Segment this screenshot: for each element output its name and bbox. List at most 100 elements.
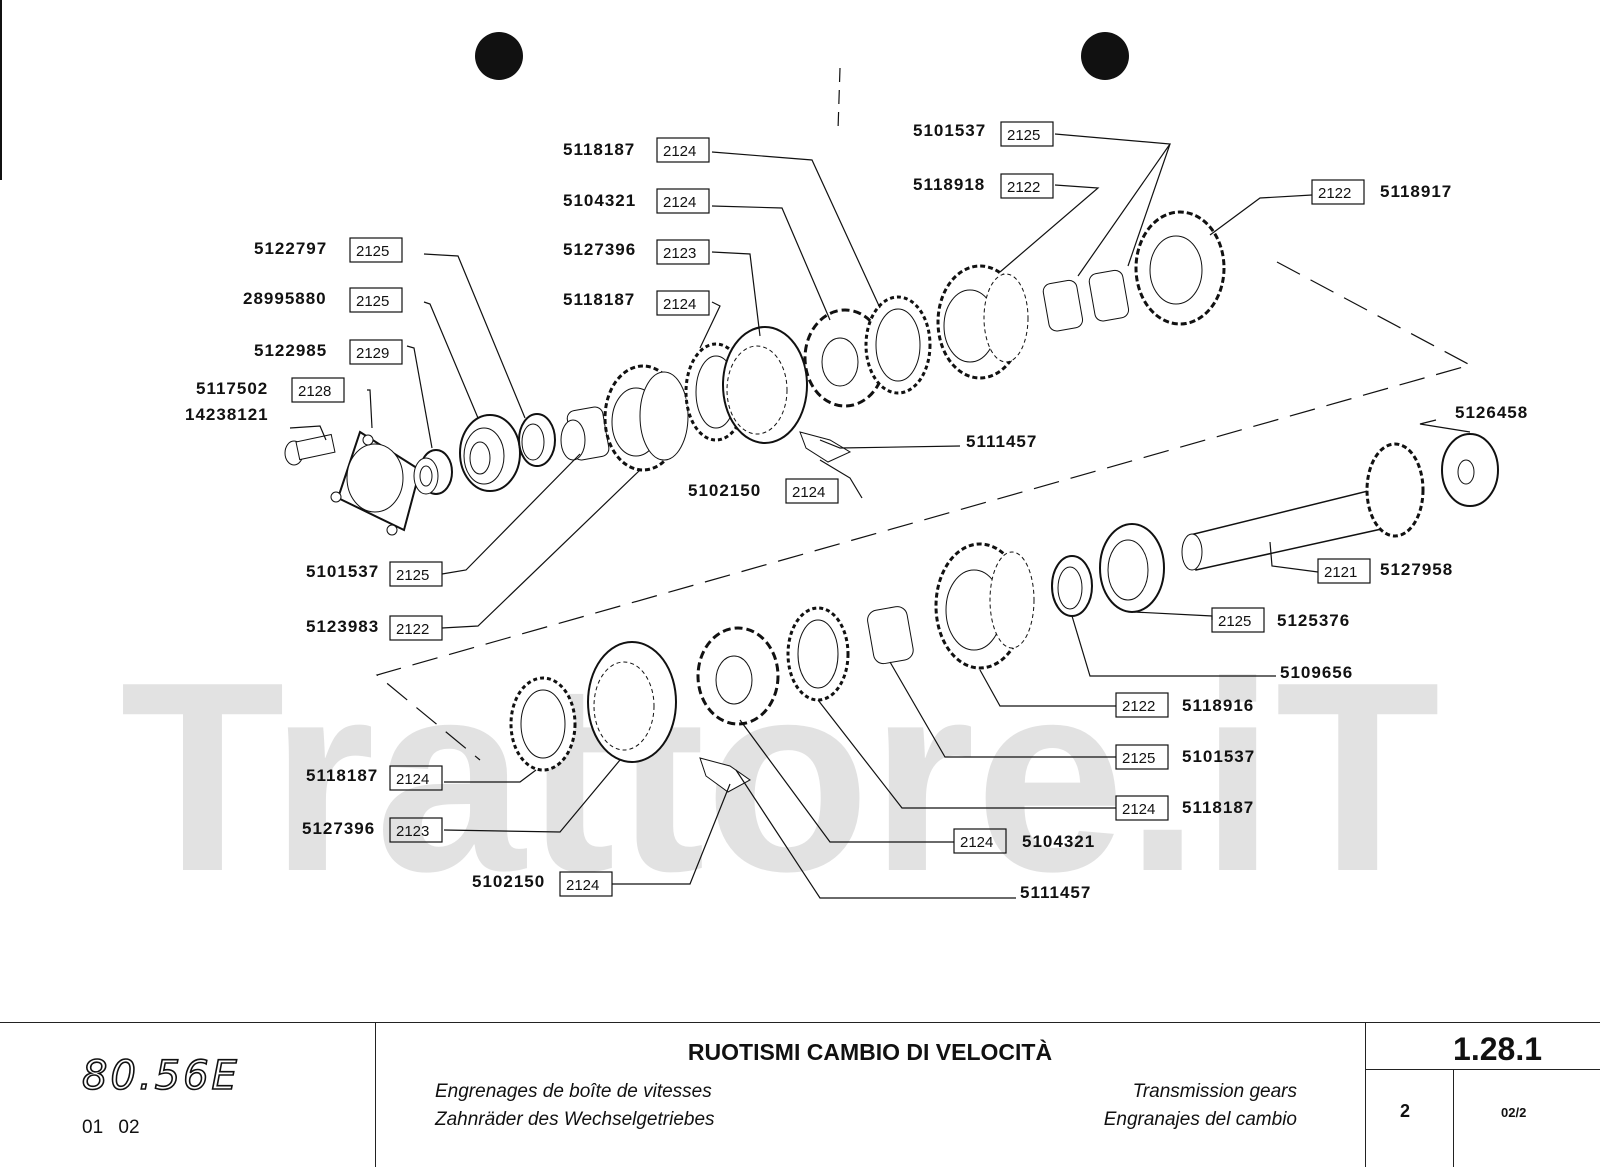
sleeve-5127396-b <box>587 641 677 763</box>
shaft-boundary-dashed <box>375 261 1472 761</box>
bearing-5125376 <box>1099 523 1165 613</box>
part-number: 5127396 <box>563 240 636 259</box>
key-5111457-a <box>799 431 852 463</box>
sheet-number: 2 <box>1400 1101 1411 1121</box>
nut-5122985 <box>413 449 453 495</box>
part-number: 5123983 <box>306 617 379 636</box>
part-number: 5111457 <box>966 432 1037 451</box>
needle-bearing-5101537-c <box>867 606 914 665</box>
subtitle-german: Zahnräder des Wechselgetriebes <box>435 1109 715 1130</box>
gear-5118916 <box>934 542 1035 670</box>
part-number: 5104321 <box>1022 832 1095 851</box>
title-block: 80.56E 01 02 RUOTISMI CAMBIO DI VELOCITÀ… <box>0 1022 1600 1167</box>
shaft-5127958 <box>1181 442 1425 571</box>
watermark: Trattore.iT <box>120 627 1440 928</box>
group-code: 2124 <box>960 834 993 851</box>
group-code: 2125 <box>396 567 429 584</box>
exploded-gear-diagram: Trattore.iT <box>120 32 1528 928</box>
ring-5122797 <box>518 413 556 467</box>
group-code: 2125 <box>1122 750 1155 767</box>
ring-5109656 <box>1051 555 1093 617</box>
group-code: 2124 <box>663 143 696 160</box>
part-number: 5122797 <box>254 239 327 258</box>
title-block-reference-cell: 1.28.1 2 02/2 <box>1365 1023 1600 1167</box>
registration-dot-left <box>475 32 523 80</box>
group-code: 2129 <box>356 345 389 362</box>
flange-5117502 <box>330 430 422 536</box>
gear-5123983 <box>603 364 689 472</box>
subtitle-french: Engrenages de boîte de vitesses <box>435 1081 712 1102</box>
part-number: 5102150 <box>688 481 761 500</box>
bolt-14238121 <box>284 433 336 466</box>
part-number: 5117502 <box>196 379 268 398</box>
part-number: 14238121 <box>185 405 269 424</box>
part-number: 5118187 <box>1182 798 1254 817</box>
gear-5118918 <box>936 264 1029 380</box>
group-code: 2124 <box>663 296 696 313</box>
group-code: 2124 <box>663 194 696 211</box>
synchro-ring-5118187-b <box>864 295 932 395</box>
part-number: 5118187 <box>306 766 378 785</box>
needle-bearing-5101537-a <box>560 406 610 461</box>
title-block-title-cell: RUOTISMI CAMBIO DI VELOCITÀ Engrenages d… <box>375 1023 1366 1167</box>
part-number: 5109656 <box>1280 663 1353 682</box>
group-code: 2124 <box>566 877 599 894</box>
page-edge-line <box>0 0 2 180</box>
synchro-ring-5118187-c <box>786 606 850 702</box>
group-code: 2124 <box>792 484 825 501</box>
upper-parts <box>284 210 1226 536</box>
group-code: 2123 <box>663 245 696 262</box>
group-code: 2122 <box>1122 698 1155 715</box>
part-number: 5102150 <box>472 872 545 891</box>
leader-lines <box>289 133 1471 899</box>
key-5111457-b <box>699 757 751 793</box>
hub-5104321-b <box>696 626 780 726</box>
needle-bearing-5101537-b <box>1042 269 1130 332</box>
group-code: 2123 <box>396 823 429 840</box>
part-number: 5118187 <box>563 290 635 309</box>
part-number: 5118916 <box>1182 696 1254 715</box>
group-code: 2124 <box>396 771 429 788</box>
washer-5126458 <box>1441 433 1499 507</box>
subtitle-spanish: Engranajes del cambio <box>1103 1109 1297 1130</box>
part-number: 5101537 <box>306 562 379 581</box>
group-code: 2125 <box>1007 127 1040 144</box>
group-code: 2122 <box>1318 185 1351 202</box>
model-number: 80.56E <box>81 1052 240 1100</box>
part-number: 5118917 <box>1380 182 1452 201</box>
bearing-28995880 <box>459 414 521 492</box>
part-number: 5104321 <box>563 191 636 210</box>
part-labels: 5118187 2124 5104321 2124 5127396 2123 5… <box>185 121 1528 902</box>
part-number: 5126458 <box>1455 403 1528 422</box>
registration-dot-right <box>1081 32 1129 80</box>
part-number: 5127958 <box>1380 560 1453 579</box>
group-code: 2125 <box>356 243 389 260</box>
group-code: 2128 <box>298 383 331 400</box>
section-number: 1.28.1 <box>1453 1031 1542 1067</box>
part-number: 5122985 <box>254 341 327 360</box>
group-code: 2125 <box>1218 613 1251 630</box>
group-code: 2122 <box>1007 179 1040 196</box>
lower-parts <box>509 433 1499 793</box>
part-number: 5101537 <box>1182 747 1255 766</box>
group-code: 2122 <box>396 621 429 638</box>
part-number: 5111457 <box>1020 883 1091 902</box>
subtitle-english: Transmission gears <box>1132 1081 1297 1102</box>
part-number: 28995880 <box>243 289 327 308</box>
page-title: RUOTISMI CAMBIO DI VELOCITÀ <box>687 1039 1053 1065</box>
part-number: 5118918 <box>913 175 985 194</box>
sleeve-5127396-a <box>722 326 808 444</box>
part-number: 5101537 <box>913 121 986 140</box>
edition-number: 01 02 <box>82 1117 140 1138</box>
gear-5118917 <box>1134 210 1226 326</box>
hub-5104321-a <box>803 308 887 408</box>
title-block-model-cell: 80.56E 01 02 <box>0 1023 376 1167</box>
part-number: 5127396 <box>302 819 375 838</box>
group-code: 2125 <box>356 293 389 310</box>
page-number: 02/2 <box>1501 1105 1527 1120</box>
synchro-ring-5118187-d <box>509 676 577 772</box>
group-code: 2124 <box>1122 801 1155 818</box>
part-number: 5125376 <box>1277 611 1350 630</box>
part-number: 5118187 <box>563 140 635 159</box>
group-code: 2121 <box>1324 564 1357 581</box>
